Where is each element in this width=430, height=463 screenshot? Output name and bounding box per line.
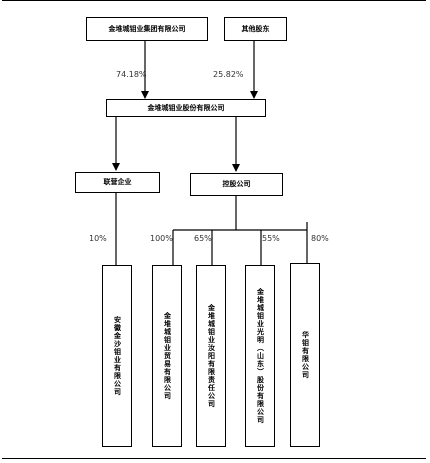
- group-parent-name: 金堆城钼业集团有限公司: [108, 24, 186, 33]
- other-shareholders-name: 其他股东: [241, 24, 270, 33]
- stake-huajun: 80%: [311, 234, 329, 243]
- investee-anhui-box: 安徽金沙钼业有限公司: [102, 265, 132, 447]
- stake-guangming: 55%: [262, 234, 280, 243]
- subsidiary-huajun-name: 华钼有限公司: [301, 331, 310, 379]
- stake-luoyang: 65%: [194, 234, 212, 243]
- subsidiary-luoyang-name: 金堆城钼业汝阳有限责任公司: [207, 304, 216, 408]
- listed-company-box: 金堆城钼业股份有限公司: [106, 99, 266, 117]
- group-parent-box: 金堆城钼业集团有限公司: [86, 17, 208, 41]
- subsidiary-trade-box: 金堆城钼业贸易有限公司: [152, 265, 182, 447]
- subsidiary-guangming-box: 金堆城钼业光明（山东）股份有限公司: [245, 265, 275, 447]
- stake-anhui: 10%: [89, 234, 107, 243]
- stake-others-to-listed: 25.82%: [213, 70, 244, 79]
- subsidiary-guangming-name: 金堆城钼业光明（山东）股份有限公司: [256, 288, 265, 424]
- jointly-controlled-label: 联营企业: [103, 178, 132, 186]
- stake-trade: 100%: [150, 234, 173, 243]
- subsidiary-luoyang-box: 金堆城钼业汝阳有限责任公司: [196, 265, 226, 447]
- other-shareholders-box: 其他股东: [224, 17, 287, 41]
- stake-group-to-listed: 74.18%: [116, 70, 147, 79]
- listed-company-name: 金堆城钼业股份有限公司: [147, 103, 225, 112]
- investee-anhui-name: 安徽金沙钼业有限公司: [113, 316, 122, 396]
- subsidiary-huajun-box: 华钼有限公司: [290, 263, 320, 447]
- subsidiary-trade-name: 金堆城钼业贸易有限公司: [163, 312, 172, 400]
- subsidiaries-label: 控股公司: [222, 180, 251, 188]
- diagram-frame: [2, 0, 426, 459]
- subsidiaries-box: 控股公司: [190, 173, 283, 196]
- jointly-controlled-box: 联营企业: [75, 172, 160, 193]
